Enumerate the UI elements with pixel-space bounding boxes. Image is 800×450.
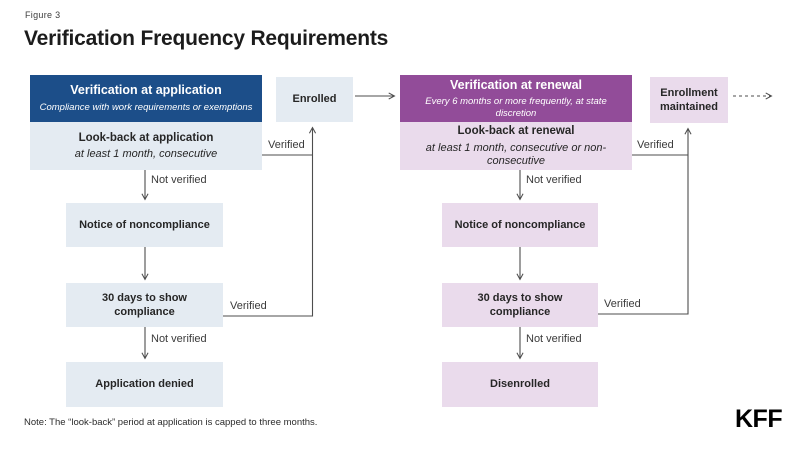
- renewal-30days-label: 30 days to show compliance: [477, 291, 563, 318]
- renewal-header-box: Verification at renewal Every 6 months o…: [400, 75, 632, 122]
- edge-label-verified: Verified: [268, 139, 305, 151]
- edge-label-verified: Verified: [637, 139, 674, 151]
- edge-label-not-verified: Not verified: [151, 333, 207, 345]
- arrow-app-verified-to-enrolled: [223, 126, 317, 317]
- renewal-header-title: Verification at renewal: [450, 77, 582, 92]
- edge-label-verified: Verified: [604, 298, 641, 310]
- note-text: Note: The “look-back” period at applicat…: [24, 417, 318, 428]
- arrow-ren-verified-to-maintained: [598, 127, 692, 315]
- enrolled-box: Enrolled: [276, 77, 353, 122]
- renewal-notice-label: Notice of noncompliance: [454, 218, 586, 231]
- application-denied-box: Application denied: [66, 362, 223, 407]
- renewal-lookback-box: Look-back at renewal at least 1 month, c…: [400, 122, 632, 170]
- application-lookback-subtitle: at least 1 month, consecutive: [74, 148, 218, 161]
- edge-label-not-verified: Not verified: [526, 333, 582, 345]
- application-notice-box: Notice of noncompliance: [66, 203, 223, 247]
- enrolled-label: Enrolled: [292, 93, 337, 106]
- renewal-header-subtitle: Every 6 months or more frequently, at st…: [425, 96, 607, 119]
- renewal-lookback-title: Look-back at renewal: [457, 125, 575, 138]
- application-lookback-title: Look-back at application: [78, 131, 214, 144]
- application-30days-label: 30 days to show compliance: [102, 291, 187, 318]
- edge-label-not-verified: Not verified: [526, 174, 582, 186]
- renewal-disenrolled-label: Disenrolled: [490, 378, 550, 391]
- renewal-notice-box: Notice of noncompliance: [442, 203, 598, 247]
- figure-label: Figure 3: [25, 10, 61, 20]
- renewal-lookback-subtitle: at least 1 month, consecutive or non-con…: [425, 141, 607, 167]
- page-title: Verification Frequency Requirements: [24, 27, 389, 50]
- application-30days-box: 30 days to show compliance: [66, 283, 223, 327]
- edge-label-not-verified: Not verified: [151, 174, 207, 186]
- renewal-30days-box: 30 days to show compliance: [442, 283, 598, 327]
- kff-logo: KFF: [735, 405, 783, 433]
- renewal-disenrolled-box: Disenrolled: [442, 362, 598, 407]
- application-lookback-box: Look-back at application at least 1 mont…: [30, 122, 262, 170]
- edge-label-verified: Verified: [230, 300, 267, 312]
- application-denied-label: Application denied: [95, 378, 194, 391]
- application-header-subtitle: Compliance with work requirements or exe…: [39, 102, 253, 114]
- application-header-box: Verification at application Compliance w…: [30, 75, 262, 122]
- enrollment-maintained-box: Enrollment maintained: [650, 77, 728, 123]
- enrollment-maintained-label: Enrollment maintained: [659, 86, 719, 113]
- application-header-title: Verification at application: [70, 83, 222, 98]
- application-notice-label: Notice of noncompliance: [79, 218, 210, 231]
